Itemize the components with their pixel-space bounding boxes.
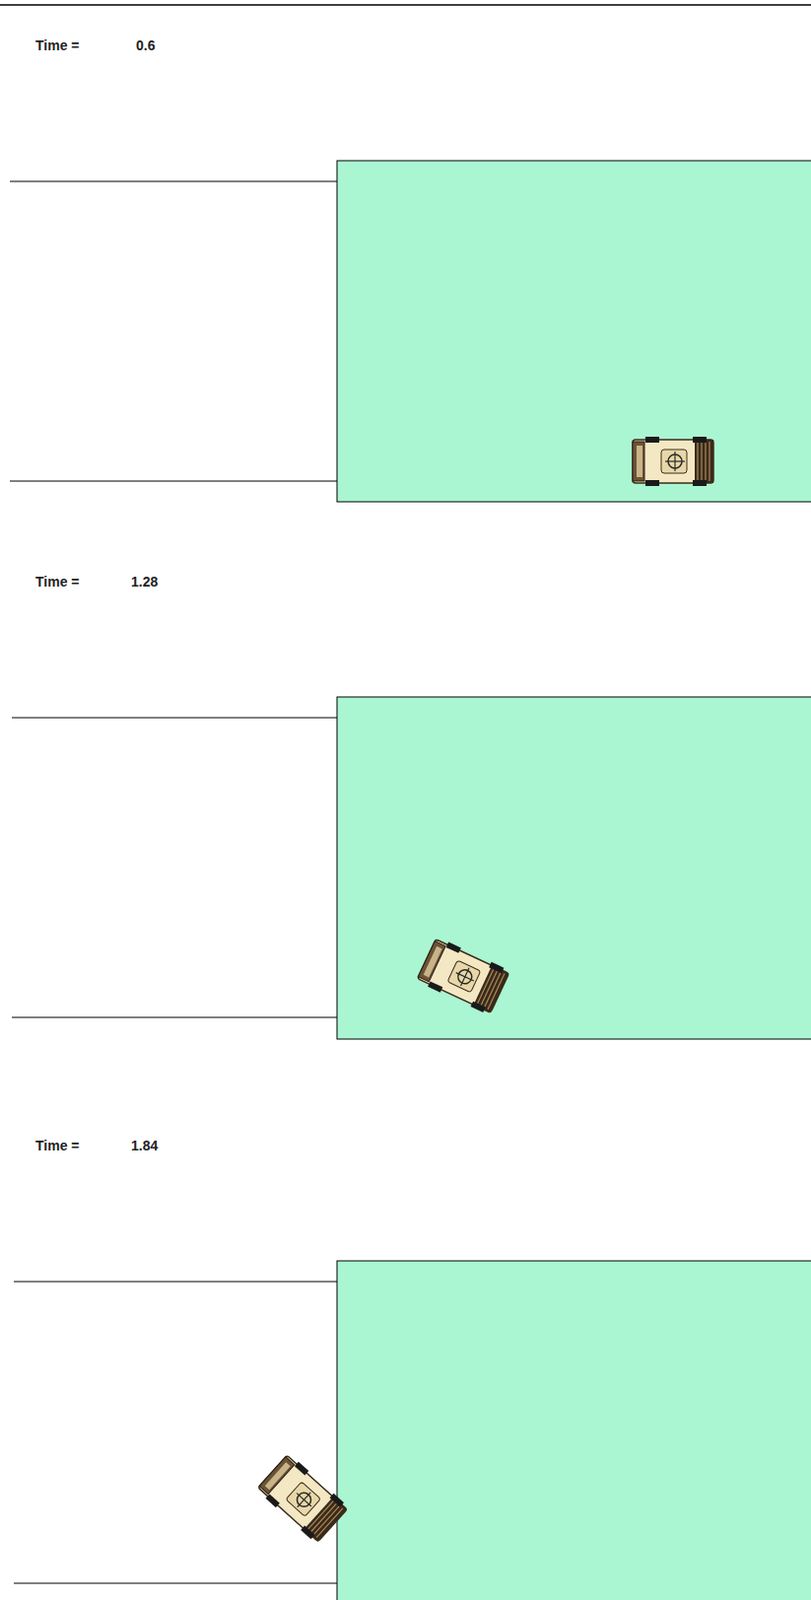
road-edge (13, 1582, 338, 1584)
time-caption: Time = (35, 1137, 80, 1154)
time-value: 1.84 (131, 1137, 158, 1154)
road-edge (11, 717, 338, 719)
time-value: 1.28 (131, 573, 158, 591)
top-rule (0, 3, 811, 6)
vehicle (632, 436, 714, 486)
grass-area (337, 1260, 811, 1600)
vehicle (256, 1452, 349, 1544)
road-edge (9, 181, 338, 183)
grass-area (337, 696, 811, 1039)
grass-area (337, 160, 811, 502)
time-value: 0.6 (135, 37, 155, 55)
road-edge (13, 1281, 338, 1283)
vehicle (415, 936, 510, 1015)
road-edge (9, 480, 338, 482)
road-edge (11, 1016, 338, 1018)
time-caption: Time = (35, 573, 80, 591)
time-caption: Time = (35, 37, 80, 55)
